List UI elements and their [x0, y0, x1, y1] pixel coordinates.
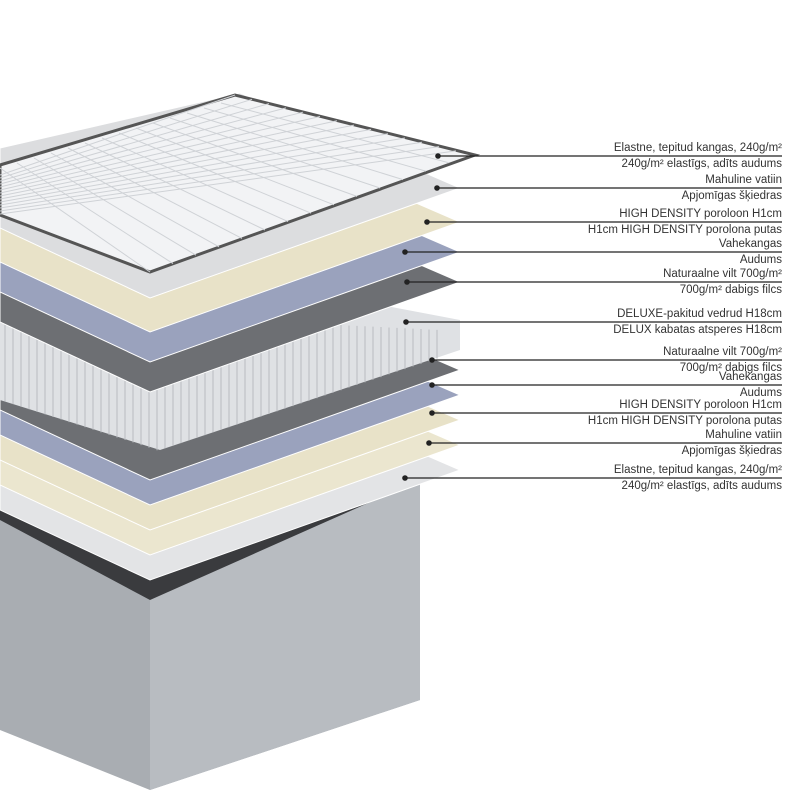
layer-label-top: Vahekangas: [718, 238, 782, 250]
layer-label-bottom: Audums: [739, 254, 782, 266]
layer-label-bottom: H1cm HIGH DENSITY porolona putas: [587, 224, 782, 236]
quilt-line: [186, 112, 404, 181]
quilt-line: [0, 141, 423, 209]
leader-dot: [429, 357, 435, 363]
mattress-base-side: [150, 480, 420, 790]
layer-label-bottom: 240g/m² elastīgs, adīts audums: [621, 158, 782, 170]
layer-label-bottom: Audums: [739, 387, 782, 399]
leader-dot: [429, 410, 435, 416]
layer-label-bottom: H1cm HIGH DENSITY porolona putas: [587, 415, 782, 427]
leader-dot: [426, 440, 432, 446]
layer-label-bottom: 700g/m² dabigs filcs: [679, 284, 782, 296]
leader-dot: [402, 475, 408, 481]
leader-dot: [404, 279, 410, 285]
layer-label-bottom: 700g/m² dabigs filcs: [679, 362, 782, 374]
quilt-line: [33, 157, 197, 256]
quilt-line: [0, 128, 372, 200]
layer-label-top: Naturaalne vilt 700g/m²: [663, 268, 782, 280]
quilt-line: [0, 133, 389, 203]
quilt-line: [0, 103, 270, 182]
quilt-line: [169, 117, 381, 189]
leader-dot: [435, 153, 441, 159]
layer-label-top: Naturaalne vilt 700g/m²: [663, 346, 782, 358]
quilt-line: [0, 167, 151, 273]
layer-label-top: Mahuline vatiin: [705, 429, 782, 441]
quilt-line: [84, 142, 266, 231]
leader-dot: [402, 249, 408, 255]
leader-dot: [434, 185, 440, 191]
quilt-line: [118, 132, 312, 214]
quilt-line: [101, 137, 289, 223]
layer-label-top: Elastne, tepitud kangas, 240g/m²: [613, 142, 782, 154]
quilt-line: [152, 122, 358, 197]
quilt-line: [50, 152, 220, 248]
quilt-line: [0, 146, 440, 212]
layer-label-top: Elastne, tepitud kangas, 240g/m²: [613, 464, 782, 476]
quilt-line: [0, 124, 355, 197]
quilt-line: [0, 116, 321, 191]
quilt-line: [0, 107, 287, 185]
quilt-line: [220, 102, 450, 164]
layer-label-top: HIGH DENSITY poroloon H1cm: [619, 208, 782, 220]
quilt-line: [0, 120, 338, 194]
leader-dot: [424, 219, 430, 225]
quilt-line: [0, 111, 304, 188]
layer-label-top: Vahekangas: [718, 371, 782, 383]
layer-label-bottom: Apjomīgas šķiedras: [681, 445, 782, 457]
layer-label-bottom: Apjomīgas šķiedras: [681, 190, 782, 202]
quilt-line: [0, 98, 253, 179]
leader-dot: [403, 319, 409, 325]
layer-label-top: Mahuline vatiin: [705, 174, 782, 186]
layer-label-top: DELUXE-pakitud vedrud H18cm: [617, 308, 782, 320]
layer-label-top: HIGH DENSITY poroloon H1cm: [619, 399, 782, 411]
layer-label-bottom: 240g/m² elastīgs, adīts audums: [621, 480, 782, 492]
leader-dot: [429, 382, 435, 388]
layer-label-bottom: DELUX kabatas atsperes H18cm: [613, 324, 782, 336]
quilt-line: [0, 150, 457, 215]
quilt-line: [0, 137, 406, 206]
